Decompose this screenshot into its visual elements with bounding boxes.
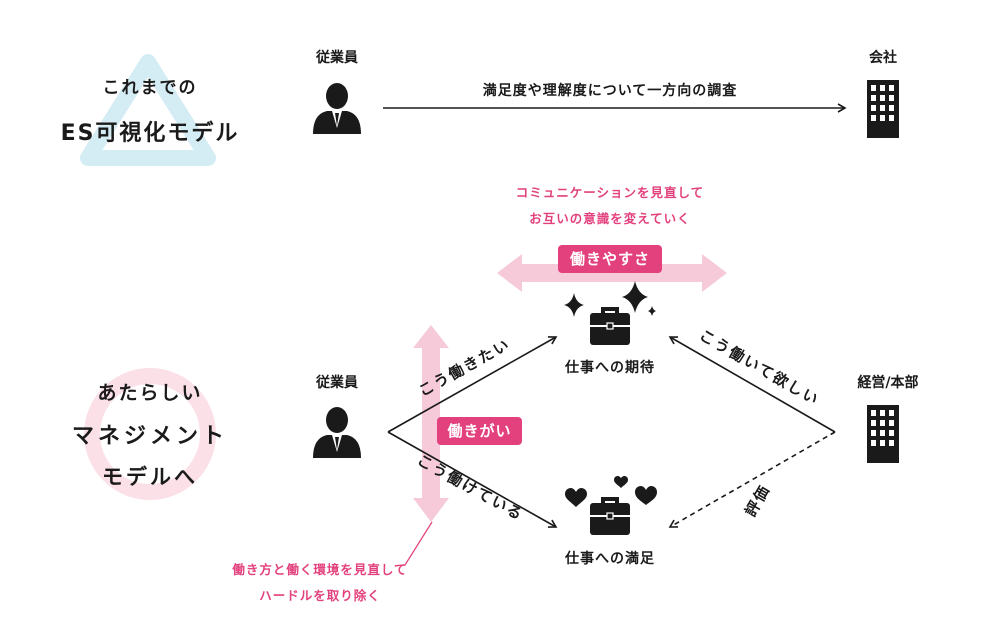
communication-note-line1: コミュニケーションを見直して [515,185,705,200]
building-icon [867,80,899,138]
new-model-title-line1: あたらしい [97,382,203,404]
environment-note-line2: ハードルを取り除く [259,588,381,603]
satisfaction-label: 仕事への満足 [565,551,655,567]
want-you-label: こう働いて欲しい [696,326,822,409]
sparkle-icon [622,281,648,313]
briefcase-icon [590,497,630,535]
old-company-label: 会社 [869,50,897,66]
communication-note: コミュニケーションを見直して お互いの意識を変えていく [470,180,750,232]
expectation-label: 仕事への期待 [565,360,655,376]
ease-badge: 働きやすさ [558,245,662,273]
environment-note-line1: 働き方と働く環境を見直して [232,562,408,577]
sparkle-icon [564,293,584,317]
new-employee-label: 従業員 [316,375,358,391]
evaluation-label: 評価 [741,481,774,519]
survey-arrow-label: 満足度や理解度について一方向の調査 [482,83,738,99]
new-model-title-line2: マネジメント [71,424,228,449]
heart-icon [565,488,587,507]
sparkle-icon [648,306,656,316]
ease-double-arrow [497,254,727,292]
old-model-title-line2: ES可視化モデル [60,121,240,146]
env-note-leader [404,521,433,566]
want-to-work-arrow [387,336,558,433]
person-icon [313,83,361,134]
new-model-title-line3: モデルへ [102,465,198,489]
management-label: 経営/本部 [857,375,919,391]
environment-note: 働き方と働く環境を見直して ハードルを取り除く [200,557,440,609]
old-model-title-line1: これまでの [102,78,198,98]
heart-icon [614,476,628,488]
heart-icon [635,486,657,505]
want-you-arrow [668,336,836,433]
building-icon [867,405,899,463]
triangle-shape [80,54,216,166]
worth-badge: 働きがい [437,417,522,445]
old-employee-label: 従業員 [316,50,358,66]
circle-shape [84,368,216,500]
working-arrow [387,431,558,528]
evaluation-arrow [668,431,836,528]
briefcase-icon [590,307,630,345]
worth-double-arrow [413,325,449,522]
communication-note-line2: お互いの意識を変えていく [529,211,691,226]
person-icon [313,407,361,458]
